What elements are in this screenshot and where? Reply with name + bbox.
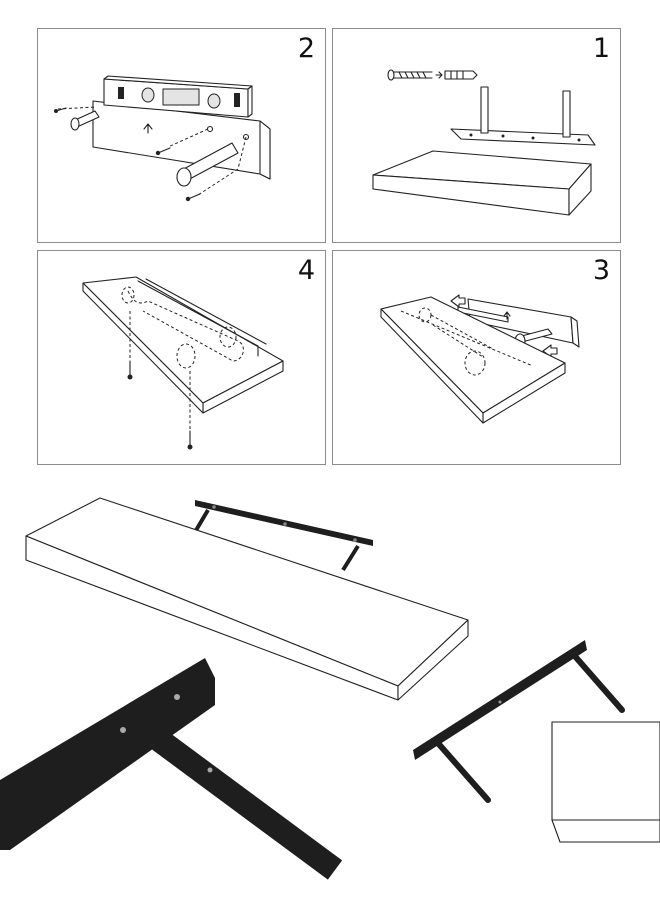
step-1-panel: 1 <box>332 28 621 243</box>
step-1-illustration <box>372 69 596 216</box>
step-number: 2 <box>297 33 315 64</box>
step-number: 4 <box>297 255 315 286</box>
shelf-board <box>380 296 566 424</box>
wall-bracket <box>450 86 596 146</box>
screw-icon <box>387 69 443 81</box>
spirit-level-icon <box>103 75 253 118</box>
screw-icon <box>185 193 201 202</box>
step-2-illustration <box>54 75 271 202</box>
product-photos <box>0 497 660 880</box>
screw-icon <box>187 430 193 450</box>
wall-bracket <box>457 298 580 349</box>
shelf-board <box>372 150 592 216</box>
arrow-up-icon <box>143 123 153 134</box>
screw-icon <box>155 147 171 156</box>
shelf-corner <box>551 721 660 843</box>
step-number: 1 <box>592 33 610 64</box>
arrow-up-icon <box>503 311 511 320</box>
step-number: 3 <box>592 255 610 286</box>
wall-bracket <box>413 640 625 803</box>
step-4-panel: 4 <box>37 250 326 465</box>
step-3-illustration <box>380 294 580 424</box>
push-arrow-icon <box>450 294 466 308</box>
step-2-panel: 2 <box>37 28 326 243</box>
wall-plug-icon <box>70 110 100 131</box>
floating-shelf <box>25 497 469 701</box>
wall-plug-icon <box>176 142 239 187</box>
screw-icon <box>127 360 133 380</box>
step-3-panel: 3 <box>332 250 621 465</box>
wall-plug-icon <box>444 70 478 80</box>
step-4-illustration <box>82 276 284 450</box>
screw-icon <box>54 107 67 113</box>
shelf-board <box>82 276 284 414</box>
bracket-closeup <box>0 658 343 880</box>
